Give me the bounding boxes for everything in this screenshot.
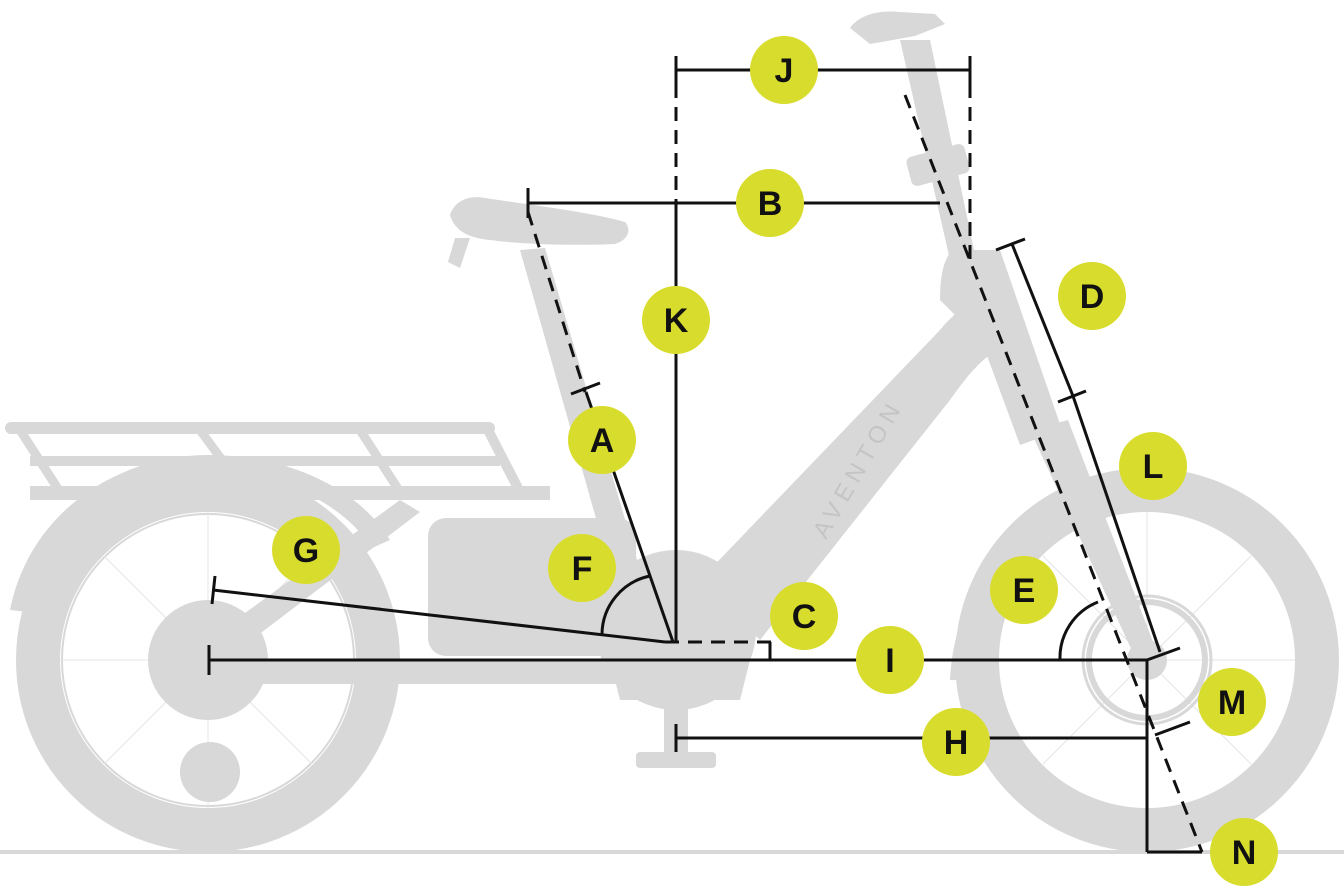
badge-m: M xyxy=(1198,668,1266,736)
pedal xyxy=(636,752,716,768)
badge-i: I xyxy=(856,626,924,694)
fork xyxy=(1030,420,1160,668)
badge-j: J xyxy=(750,36,818,104)
dimension-g-line xyxy=(212,588,666,644)
label-g: G xyxy=(293,532,319,570)
badge-e: E xyxy=(990,556,1058,624)
down-tube xyxy=(700,280,1010,640)
badge-b: B xyxy=(736,169,804,237)
steering-axis xyxy=(903,94,1204,853)
badge-g: G xyxy=(272,516,340,584)
badge-a: A xyxy=(568,406,636,474)
badge-k: K xyxy=(642,286,710,354)
bike-silhouette: AVENTON xyxy=(0,11,1344,854)
label-b: B xyxy=(758,185,783,223)
handlebar xyxy=(850,11,945,44)
saddle xyxy=(450,197,629,245)
seat-post xyxy=(520,248,640,575)
badge-h: H xyxy=(922,708,990,776)
label-n: N xyxy=(1232,834,1257,872)
dimension-l-line xyxy=(1071,395,1162,653)
label-badges: J B K D A L G F xyxy=(272,36,1278,886)
badge-n: N xyxy=(1210,818,1278,886)
label-a: A xyxy=(590,422,615,460)
label-d: D xyxy=(1080,278,1105,316)
badge-c: C xyxy=(770,582,838,650)
label-i: I xyxy=(885,642,894,680)
label-c: C xyxy=(792,598,817,636)
head-tube xyxy=(948,250,1062,445)
label-h: H xyxy=(944,724,969,762)
badge-f: F xyxy=(548,534,616,602)
badge-d: D xyxy=(1058,262,1126,330)
label-f: F xyxy=(572,550,593,588)
dimension-f-arc xyxy=(600,574,651,635)
badge-l: L xyxy=(1119,432,1187,500)
dimension-d-line xyxy=(1010,243,1075,397)
label-l: L xyxy=(1143,448,1164,486)
label-j: J xyxy=(775,52,794,90)
dimension-m-line xyxy=(1154,720,1191,737)
label-m: M xyxy=(1218,684,1246,722)
dimension-e-arc xyxy=(1058,600,1099,661)
cargo-rack xyxy=(5,422,550,500)
label-e: E xyxy=(1013,572,1036,610)
dimension-a-dash xyxy=(526,211,587,393)
label-k: K xyxy=(664,302,689,340)
